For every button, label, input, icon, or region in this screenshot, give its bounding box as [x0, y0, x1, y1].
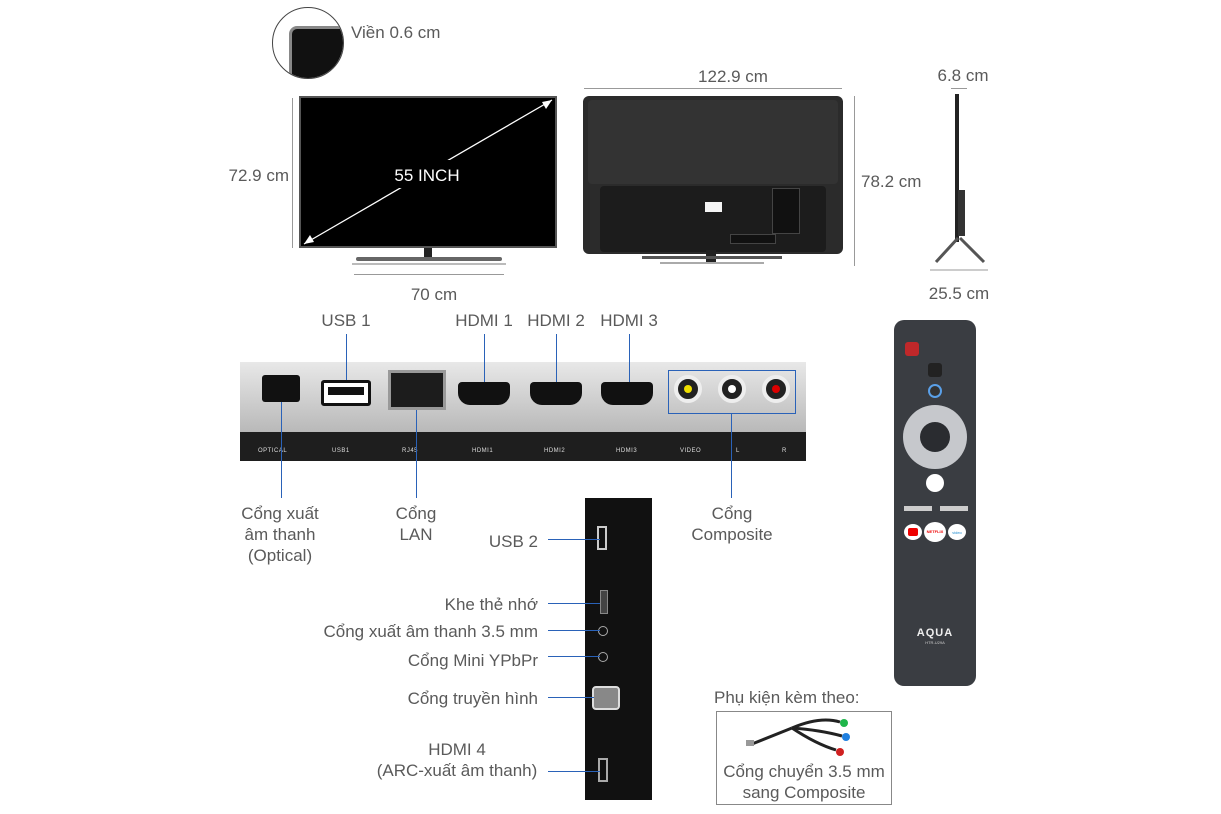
- back-height-line: [854, 96, 855, 266]
- hdmi4-port: [598, 758, 608, 782]
- composite-label: Cổng Composite: [691, 504, 773, 544]
- marking-usb1: USB1: [332, 448, 350, 454]
- audio-35-label: Cổng xuất âm thanh 3.5 mm: [323, 622, 538, 641]
- accessory-heading: Phụ kiện kèm theo:: [714, 688, 860, 707]
- stand-depth-label: 25.5 cm: [928, 284, 990, 303]
- marking-hdmi2: HDMI2: [544, 448, 566, 454]
- card-slot-label: Khe thẻ nhớ: [444, 595, 538, 614]
- screen-size-label: 55 INCH: [394, 166, 460, 185]
- netflix-button: [924, 522, 946, 542]
- hdmi3-port: [601, 382, 653, 405]
- remote-brand: AQUA: [916, 627, 954, 639]
- stand-width-label: 70 cm: [410, 285, 458, 304]
- antenna-label: Cổng truyền hình: [407, 689, 538, 708]
- hdmi2-port: [530, 382, 582, 405]
- marking-l: L: [736, 448, 740, 454]
- hdmi4-label: HDMI 4 (ARC-xuất âm thanh): [376, 740, 538, 780]
- volume-rocker: [904, 506, 932, 511]
- composite-video-jack: [674, 375, 702, 403]
- side-depth-label: 6.8 cm: [937, 66, 989, 85]
- front-height-line: [292, 98, 293, 248]
- lan-port: [388, 370, 446, 410]
- youtube-button-icon: [904, 524, 922, 540]
- usb2-label: USB 2: [488, 532, 538, 551]
- optical-port: [262, 375, 300, 402]
- antenna-port: [592, 686, 620, 710]
- mini-ypbpr-jack: [598, 652, 608, 662]
- bezel-label: Viền 0.6 cm: [351, 23, 441, 42]
- home-button-icon: [926, 474, 944, 492]
- back-width-label: 122.9 cm: [698, 67, 768, 86]
- mini-ypbpr-label: Cổng Mini YPbPr: [407, 651, 538, 670]
- back-port-block: [772, 188, 800, 234]
- marking-video: VIDEO: [680, 448, 702, 454]
- hdmi3-label: HDMI 3: [600, 311, 658, 330]
- hdmi2-label: HDMI 2: [527, 311, 585, 330]
- dpad-ok-button: [920, 422, 950, 452]
- remote-model: HTR-U29A: [925, 640, 945, 645]
- bezel-zoom-circle: [272, 7, 344, 79]
- lan-label: Cổng LAN: [395, 504, 437, 544]
- menu-button-icon: [928, 363, 942, 377]
- composite-group-box: [668, 370, 796, 414]
- hdmi1-port: [458, 382, 510, 405]
- composite-audio-right-jack: [762, 375, 790, 403]
- optical-label: Cổng xuất âm thanh (Optical): [241, 504, 319, 565]
- marking-rj45: RJ45: [402, 448, 419, 454]
- accessory-caption: Cổng chuyển 3.5 mm sang Composite: [723, 762, 885, 802]
- marking-r: R: [782, 448, 787, 454]
- netflix-button-label: NETFLIX: [926, 529, 944, 534]
- usb1-label: USB 1: [321, 311, 371, 330]
- audio-35-jack: [598, 626, 608, 636]
- power-button-icon: [905, 342, 919, 356]
- accessory-box: [716, 711, 892, 805]
- video-button: [948, 524, 966, 540]
- marking-hdmi1: HDMI1: [472, 448, 494, 454]
- marking-hdmi3: HDMI3: [616, 448, 638, 454]
- composite-audio-left-jack: [718, 375, 746, 403]
- front-stand-base: [356, 257, 502, 261]
- back-label-sticker: [705, 202, 722, 212]
- front-height-label: 72.9 cm: [228, 166, 289, 185]
- google-assistant-icon: [928, 384, 942, 398]
- side-panel: [955, 94, 959, 242]
- card-slot: [600, 590, 608, 614]
- video-button-label: video: [952, 530, 962, 535]
- back-height-label: 78.2 cm: [861, 172, 922, 191]
- front-stand-neck: [424, 248, 432, 260]
- hdmi1-label: HDMI 1: [455, 311, 513, 330]
- stand-width-line: [354, 274, 504, 275]
- back-stand-base: [642, 256, 782, 259]
- back-width-line: [584, 88, 842, 89]
- channel-rocker: [940, 506, 968, 511]
- usb2-port: [597, 526, 607, 550]
- marking-optical: OPTICAL: [258, 448, 288, 454]
